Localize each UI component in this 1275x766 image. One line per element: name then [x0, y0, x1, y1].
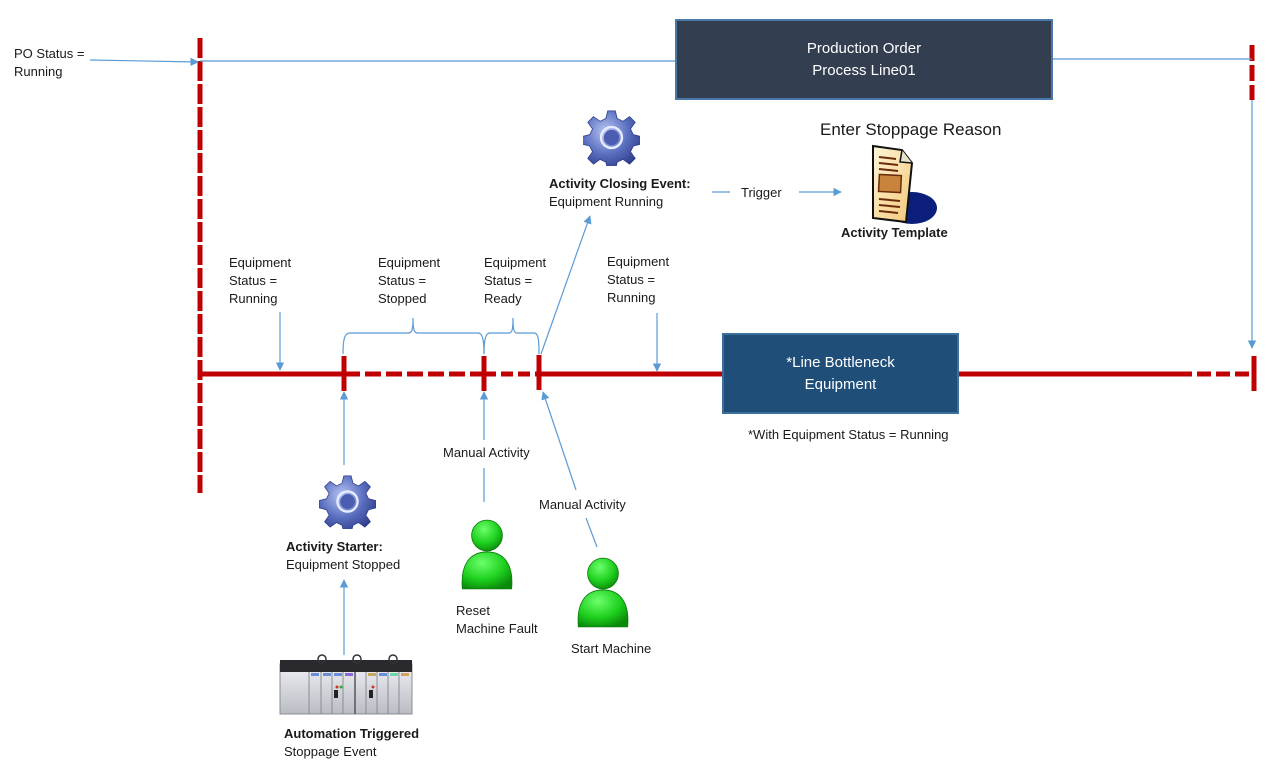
status-line: Equipment — [484, 255, 547, 270]
gear-icon — [583, 109, 640, 166]
status-line: Status = — [229, 273, 278, 288]
activity-closing-subtitle: Equipment Running — [549, 194, 664, 209]
status-line: Status = — [378, 273, 427, 288]
status-line: Equipment — [607, 254, 670, 269]
trigger-label: Trigger — [741, 185, 782, 200]
manual-reset-caption: Reset Machine Fault — [456, 602, 538, 638]
production-order-line: Process Line01 — [812, 61, 916, 79]
status-line: Status = — [607, 272, 656, 287]
activity-starter-label: Activity Starter: Equipment Stopped — [286, 538, 400, 574]
status-label-ready: Equipment Status = Ready — [484, 254, 546, 308]
status-value: Ready — [484, 291, 522, 306]
brace-stopped — [342, 317, 485, 355]
automation-subtitle: Stoppage Event — [284, 744, 377, 759]
status-value: Running — [229, 291, 278, 306]
bottleneck-title: *Line Bottleneck — [786, 353, 895, 371]
bottleneck-subtitle: Equipment — [804, 375, 877, 393]
status-label-stopped: Equipment Status = Stopped — [378, 254, 440, 308]
production-order-box[interactable]: Production Order Process Line01 — [675, 19, 1053, 100]
manual-reset-line1: Reset — [456, 603, 490, 618]
status-line: Equipment — [378, 255, 441, 270]
plc-rack-icon — [279, 654, 413, 715]
manual-start-caption: Start Machine — [571, 641, 652, 656]
automation-label: Automation Triggered Stoppage Event — [284, 725, 419, 761]
person-icon — [577, 557, 629, 628]
status-line: Equipment — [229, 255, 292, 270]
brace-ready — [483, 317, 540, 355]
status-label-running-1: Equipment Status = Running — [229, 254, 291, 308]
person-icon — [461, 519, 513, 590]
activity-closing-title: Activity Closing Event: — [549, 176, 691, 191]
po-status-label: PO Status = Running — [14, 45, 84, 81]
status-label-running-2: Equipment Status = Running — [607, 253, 669, 307]
bottleneck-equipment-box[interactable]: *Line Bottleneck Equipment — [722, 333, 959, 414]
automation-title: Automation Triggered — [284, 726, 420, 741]
manual-reset-line2: Machine Fault — [456, 621, 538, 636]
manual-activity-label-1: Manual Activity — [443, 445, 530, 460]
production-order-title: Production Order — [806, 39, 922, 57]
closing-event-arrow — [540, 215, 592, 355]
po-status-line2: Running — [14, 64, 63, 79]
document-icon — [872, 144, 937, 224]
activity-starter-subtitle: Equipment Stopped — [286, 557, 401, 572]
manual-start-line — [585, 517, 598, 548]
activity-starter-title: Activity Starter: — [286, 539, 383, 554]
po-status-arrow — [89, 57, 199, 67]
activity-closing-label: Activity Closing Event: Equipment Runnin… — [549, 175, 691, 211]
status-line: Status = — [484, 273, 533, 288]
activity-template-caption: Activity Template — [841, 225, 948, 240]
po-status-line1: PO Status = — [14, 46, 85, 61]
gear-icon — [319, 474, 376, 529]
manual-start-arrow-top — [541, 391, 577, 491]
stoppage-reason-heading: Enter Stoppage Reason — [820, 120, 1002, 139]
bottleneck-footnote: *With Equipment Status = Running — [748, 427, 949, 442]
manual-activity-label-2: Manual Activity — [539, 497, 626, 512]
status-value: Stopped — [378, 291, 427, 306]
status-value: Running — [607, 290, 656, 305]
